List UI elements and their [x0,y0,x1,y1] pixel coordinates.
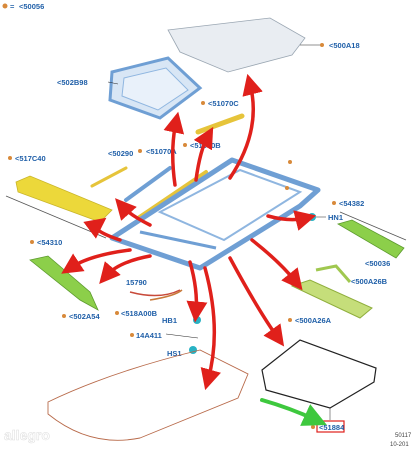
callout-dot [115,311,119,315]
label-side-54382: <54382 [339,199,364,208]
label-seal-51884: <51884 [319,423,345,432]
footer-ref: 50117 [395,433,412,439]
header-code: <50056 [19,2,44,11]
side-517c40-part: <517C40 [8,154,113,223]
side-54382-part: <54382 [332,199,407,241]
rail-50290-part: <50290 [90,149,133,188]
rail-51070a-part: <51070A [124,147,177,202]
watermark-text: allegro [4,427,50,443]
label-side-517c40: <517C40 [15,154,46,163]
arrow-to-side-517c40 [83,217,122,242]
main-frame-part [109,157,321,271]
bar-500a26b-part: <500A26B [315,264,388,286]
cable-518a00b-part: <518A00B [115,289,183,318]
callout-dot [332,201,336,205]
callout-dot [201,101,205,105]
arrow-to-hb1 [186,260,208,323]
hn1-part: HN1 [308,213,343,222]
callout-dot [8,156,12,160]
label-rail-50290: <50290 [108,149,133,158]
callout-dot [62,314,66,318]
cable-15790-part: 15790 [126,278,181,297]
header-bullet-icon [2,3,8,9]
label-bar-500a26b: <500A26B [351,277,388,286]
watermark: allegro [4,427,50,444]
label-bar-500a26a: <500A26A [295,316,332,325]
header-equals: = [10,2,15,11]
label-hn1: HN1 [328,213,343,222]
label-crossmember-50036: <50036 [365,259,390,268]
label-roof-panel: <500A18 [329,41,360,50]
seal-highlight-box [316,420,345,433]
bar-500a26a-part: <500A26A [288,279,373,325]
arrow-to-cable [99,254,152,284]
callout-dot [288,318,292,322]
footer: 50117 10-201 [390,433,412,448]
hb1-connector-icon [193,316,201,324]
crossmember-50036-part: <50036 [336,219,405,268]
label-rail-51070a: <51070A [146,147,177,156]
label-hs1: HS1 [167,349,182,358]
header: = <50056 [2,2,44,11]
arrow-to-headliner [200,266,221,391]
callout-dot [30,240,34,244]
green-arrow-to-seal [260,398,327,426]
arrow-to-bracket [61,248,132,274]
callout-dot [130,333,134,337]
label-code-14a411: 14A411 [136,331,162,340]
footer-date: 10-201 [390,442,409,448]
arrow-to-roof-panel [228,73,263,180]
red-arrows [61,73,317,391]
arrow-to-seal [228,256,285,347]
label-glass-frame: <502B98 [57,78,88,87]
callout-dot [138,149,142,153]
label-side-54310: <54310 [37,238,62,247]
label-cable-15790: 15790 [126,278,147,287]
seal-51884-part: <51884 [261,339,377,433]
label-rail-51070c: <51070C [208,99,239,108]
hn1-connector-icon [308,213,316,221]
callout-dot [183,143,187,147]
glass-frame-part: <502B98 [57,56,203,120]
arrow-to-glass-frame [163,111,185,187]
callout-dot [320,43,324,47]
arrow-to-rail-c [193,126,214,182]
callout-dot [311,425,315,429]
hb1-part: HB1 [162,316,201,325]
bracket-502a54-part: <502A54 [29,255,100,321]
rail-51070c-part: <51070C [195,99,245,135]
label-hb1: HB1 [162,316,177,325]
arrow-to-rail-a [115,198,152,227]
arrow-to-bar [250,238,303,291]
label-cable-518a00b: <518A00B [121,309,158,318]
headliner-part [47,349,249,441]
roof-panel-part: <500A18 [167,17,360,73]
code-14a411-part: 14A411 [130,331,199,340]
arrow-to-hn1 [266,210,317,231]
callout-dot [285,186,289,190]
label-bracket-502a54: <502A54 [69,312,100,321]
callout-dot [288,160,292,164]
